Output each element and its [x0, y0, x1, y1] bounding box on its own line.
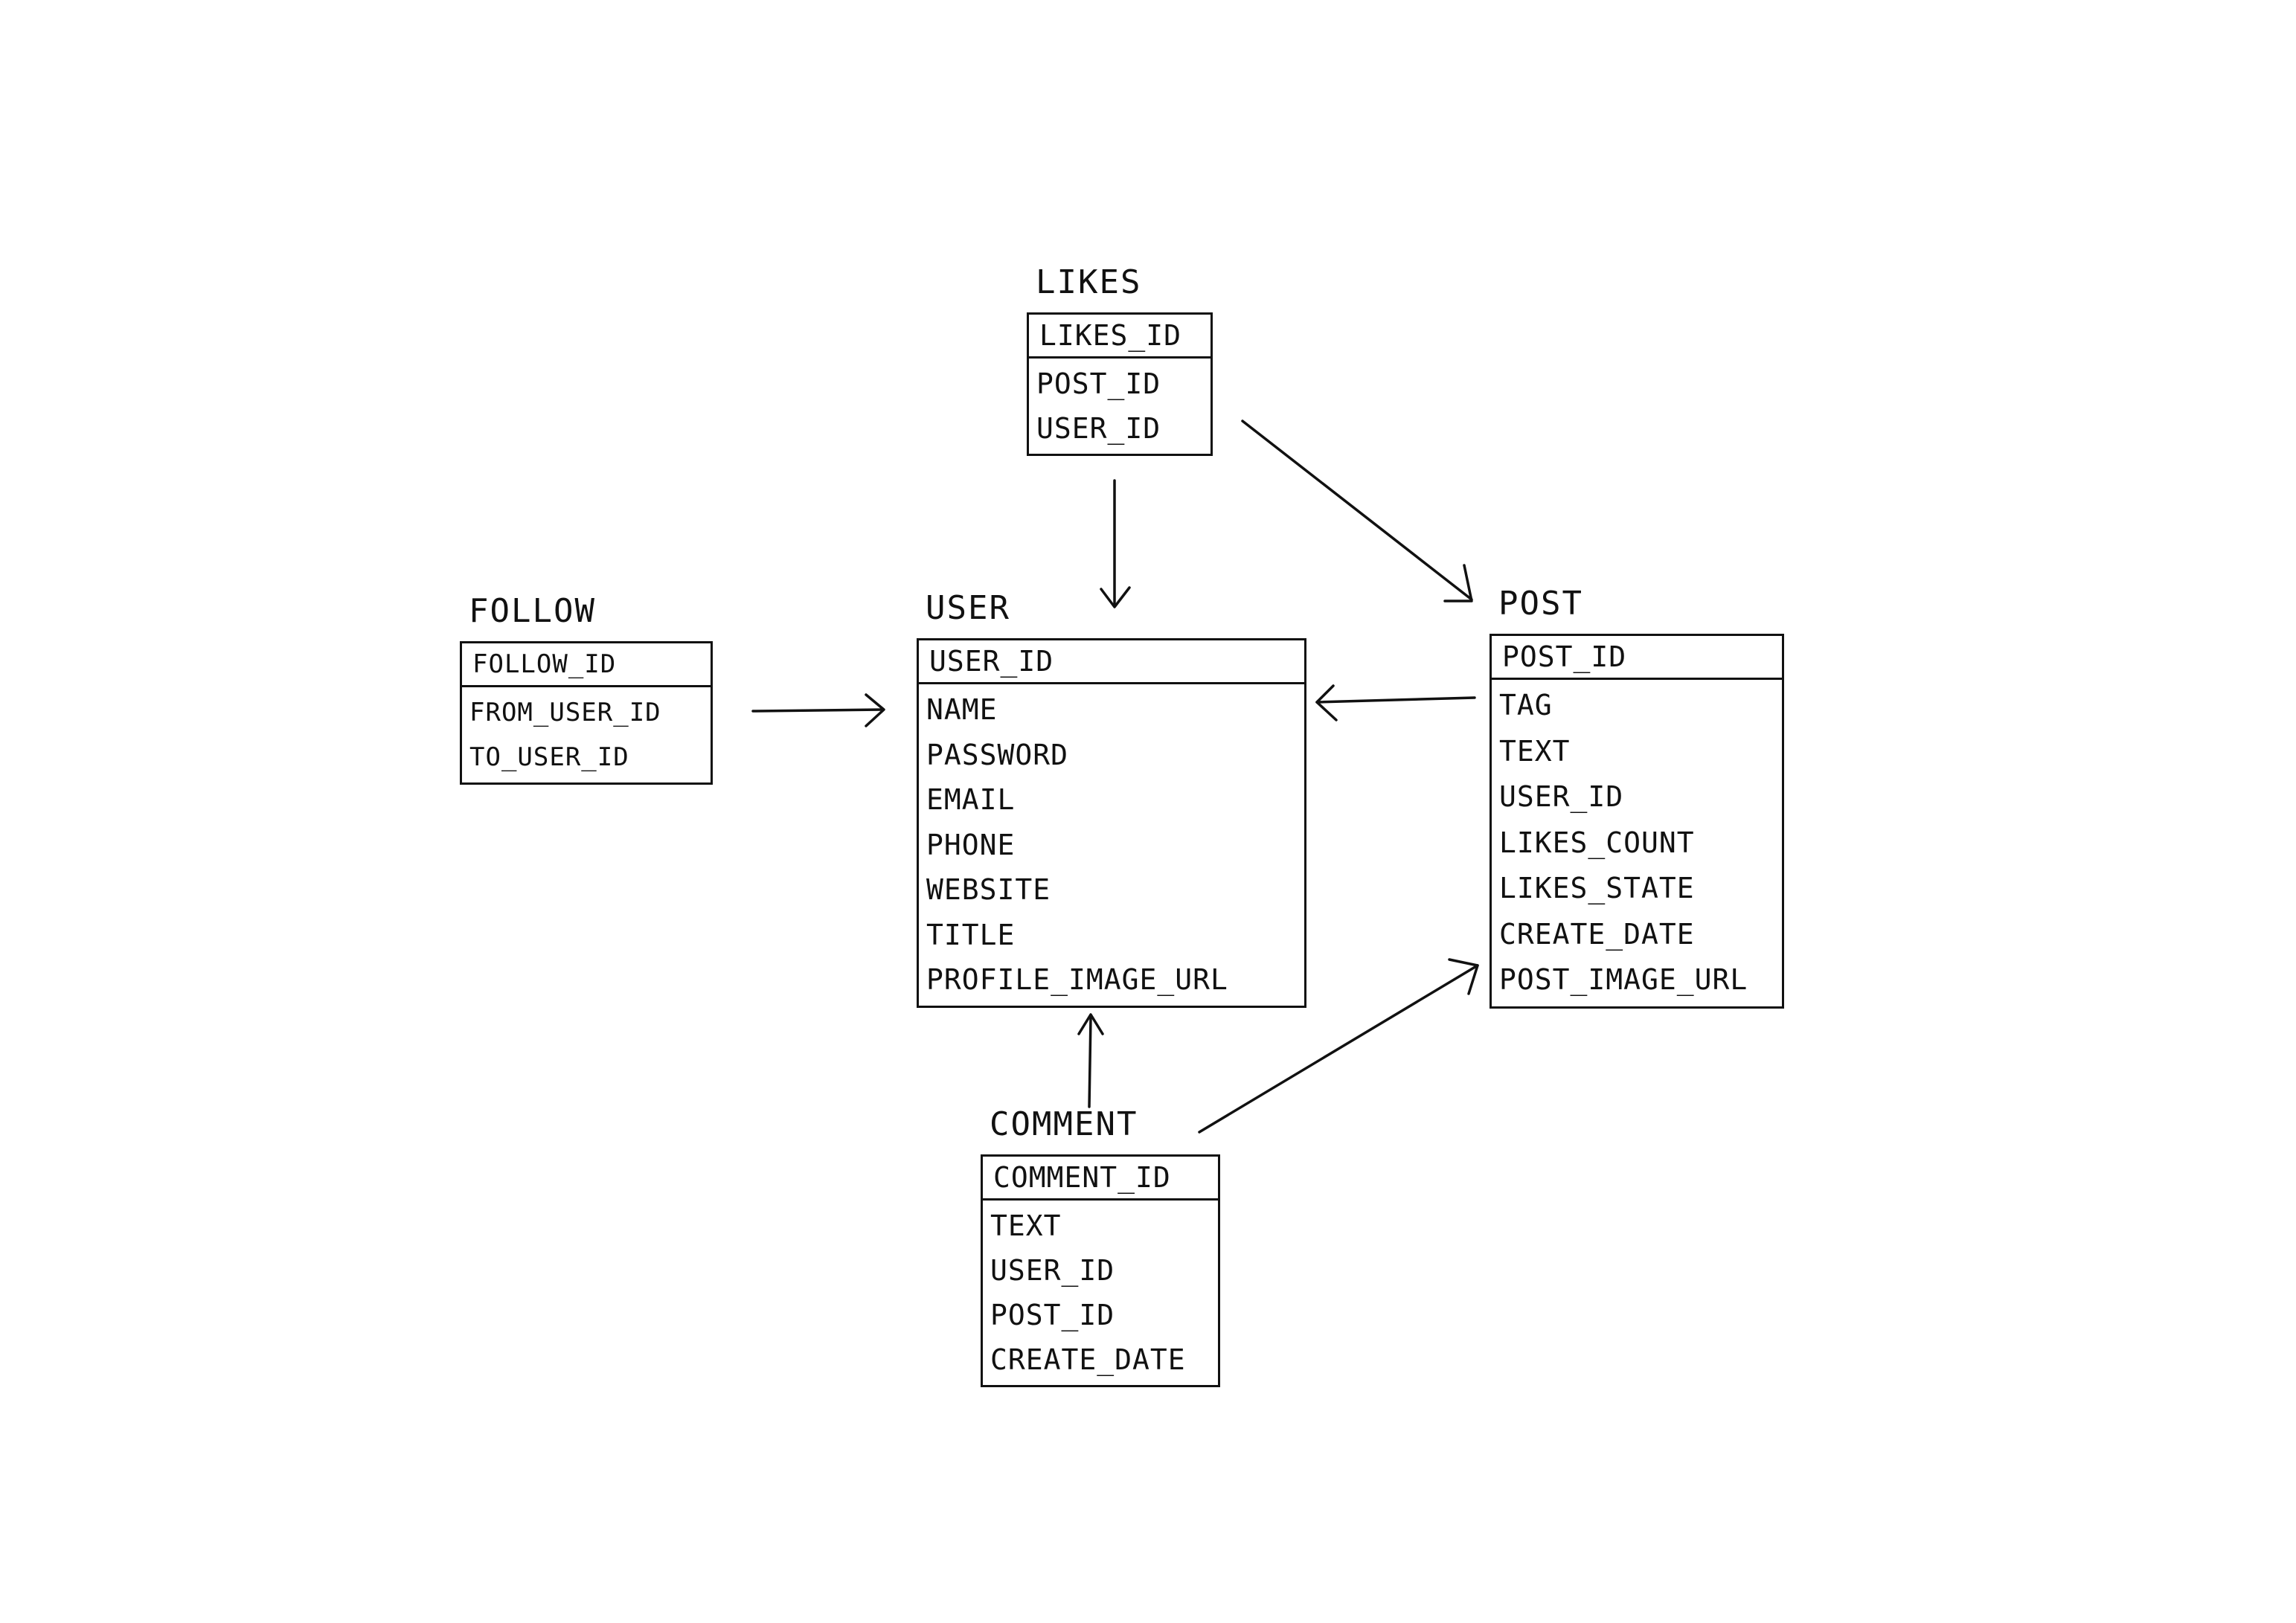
entity-table: COMMENT_ID TEXT USER_ID POST_ID CREATE_D… — [981, 1154, 1220, 1387]
attribute-field: LIKES_COUNT — [1499, 826, 1695, 859]
attribute-field: TEXT — [990, 1209, 1062, 1242]
primary-key-field: FOLLOW_ID — [462, 643, 711, 687]
attribute-field: POST_ID — [990, 1299, 1115, 1331]
attribute-field: USER_ID — [1499, 780, 1624, 813]
primary-key-field: LIKES_ID — [1029, 315, 1210, 359]
attribute-list: TEXT USER_ID POST_ID CREATE_DATE — [983, 1201, 1218, 1385]
arrow-likes-to-user — [1100, 479, 1131, 608]
attribute-list: TAG TEXT USER_ID LIKES_COUNT LIKES_STATE… — [1492, 680, 1782, 1006]
attribute-list: NAME PASSWORD EMAIL PHONE WEBSITE TITLE … — [919, 684, 1304, 1006]
entity-title: COMMENT — [990, 1105, 1138, 1143]
entity-table: FOLLOW_ID FROM_USER_ID TO_USER_ID — [460, 641, 713, 785]
attribute-field: USER_ID — [1036, 412, 1161, 445]
entity-title: POST — [1498, 585, 1583, 623]
attribute-field: WEBSITE — [926, 873, 1051, 906]
arrow-comment-to-post — [1198, 958, 1479, 1134]
attribute-field: PASSWORD — [926, 738, 1069, 771]
attribute-field: POST_IMAGE_URL — [1499, 963, 1748, 996]
attribute-field: TO_USER_ID — [469, 742, 629, 772]
entity-title: USER — [926, 589, 1010, 627]
primary-key-field: USER_ID — [919, 640, 1304, 684]
arrow-post-to-user — [1315, 684, 1476, 721]
attribute-field: TITLE — [926, 918, 1016, 951]
attribute-field: CREATE_DATE — [1499, 917, 1695, 951]
entity-user: USER USER_ID NAME PASSWORD EMAIL PHONE W… — [917, 592, 1306, 1008]
attribute-field: CREATE_DATE — [990, 1343, 1186, 1376]
entity-table: USER_ID NAME PASSWORD EMAIL PHONE WEBSIT… — [917, 638, 1306, 1008]
entity-follow: FOLLOW FOLLOW_ID FROM_USER_ID TO_USER_ID — [460, 595, 713, 785]
attribute-field: POST_ID — [1036, 367, 1161, 400]
primary-key-field: POST_ID — [1492, 636, 1782, 680]
attribute-field: FROM_USER_ID — [469, 698, 661, 727]
attribute-field: EMAIL — [926, 783, 1016, 816]
arrow-follow-to-user — [751, 693, 885, 727]
attribute-list: POST_ID USER_ID — [1029, 359, 1210, 454]
attribute-field: PROFILE_IMAGE_URL — [926, 963, 1228, 996]
attribute-field: LIKES_STATE — [1499, 872, 1695, 904]
primary-key-field: COMMENT_ID — [983, 1157, 1218, 1201]
attribute-field: USER_ID — [990, 1254, 1115, 1287]
entity-comment: COMMENT COMMENT_ID TEXT USER_ID POST_ID … — [981, 1108, 1220, 1387]
attribute-list: FROM_USER_ID TO_USER_ID — [462, 687, 711, 782]
entity-post: POST POST_ID TAG TEXT USER_ID LIKES_COUN… — [1489, 588, 1784, 1009]
entity-table: LIKES_ID POST_ID USER_ID — [1027, 312, 1213, 456]
attribute-field: PHONE — [926, 828, 1016, 861]
attribute-field: TEXT — [1499, 734, 1571, 768]
entity-title: FOLLOW — [469, 592, 596, 630]
arrow-comment-to-user — [1077, 1013, 1104, 1108]
attribute-field: TAG — [1499, 689, 1553, 721]
attribute-field: NAME — [926, 693, 998, 726]
entity-table: POST_ID TAG TEXT USER_ID LIKES_COUNT LIK… — [1489, 634, 1784, 1009]
entity-likes: LIKES LIKES_ID POST_ID USER_ID — [1027, 266, 1213, 456]
arrow-likes-to-post — [1241, 420, 1473, 602]
entity-title: LIKES — [1036, 263, 1142, 301]
